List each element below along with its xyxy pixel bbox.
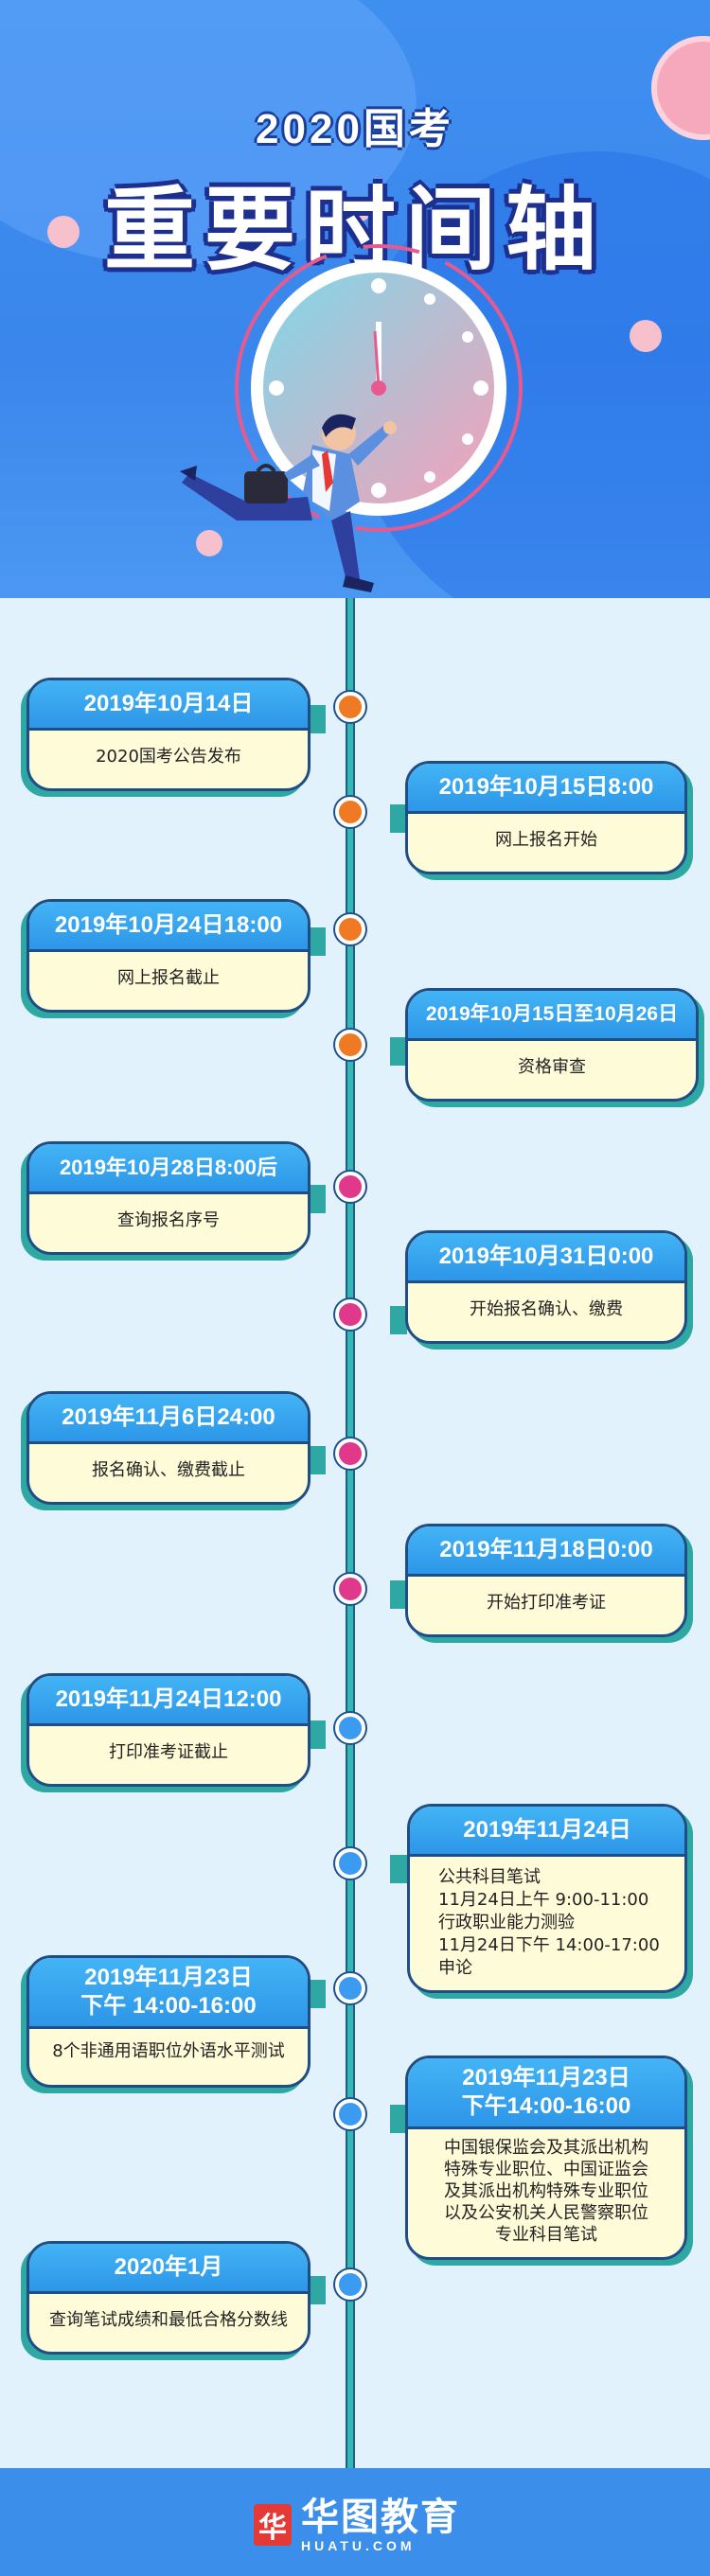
card-date-line: 下午 14:00-16:00 (80, 1993, 257, 2019)
timeline-card-3: 2019年10月24日18:00 网上报名截止 (27, 899, 311, 1013)
card-body: 打印准考证截止 (109, 1742, 228, 1762)
card-body-line: 行政职业能力测验 (438, 1913, 575, 1932)
timeline-card-9: 2019年11月24日12:00 打印准考证截止 (27, 1673, 311, 1787)
card-date: 2019年10月24日18:00 (29, 902, 308, 952)
card-body-line: 中国银保监会及其派出机构 (444, 2138, 648, 2158)
timeline-node-7 (335, 1438, 365, 1469)
timeline-card-10: 2019年11月24日 公共科目笔试 11月24日上午 9:00-11:00 行… (407, 1804, 687, 1993)
card-body-line: 专业科目笔试 (495, 2225, 597, 2245)
timeline-node-6 (335, 1299, 365, 1330)
header-banner: 2020国考 重要时间轴 (0, 0, 710, 598)
timeline-node-9 (335, 1713, 365, 1743)
card-body: 报名确认、缴费截止 (92, 1460, 245, 1480)
card-body: 网上报名开始 (495, 830, 597, 850)
card-tail (309, 927, 326, 956)
card-body: 资格审查 (518, 1057, 586, 1077)
card-body: 开始打印准考证 (487, 1593, 606, 1613)
card-date-line: 下午14:00-16:00 (461, 2093, 631, 2119)
card-date: 2019年10月28日8:00后 (29, 1144, 308, 1194)
timeline-card-5: 2019年10月28日8:00后 查询报名序号 (27, 1141, 311, 1255)
card-body-line: 11月24日下午 14:00-17:00 (438, 1935, 660, 1955)
card-body-line: 申论 (438, 1958, 472, 1978)
card-date-line: 2019年11月23日 (462, 2065, 630, 2091)
card-body-line: 特殊专业职位、中国证监会 (444, 2160, 648, 2179)
card-date: 2019年11月24日12:00 (29, 1676, 308, 1726)
timeline-card-1: 2019年10月14日 2020国考公告发布 (27, 678, 311, 791)
timeline-card-6: 2019年10月31日0:00 开始报名确认、缴费 (405, 1230, 687, 1344)
footer-bar (0, 2468, 710, 2576)
card-date: 2019年10月15日至10月26日 (408, 991, 696, 1041)
card-tail (390, 1855, 407, 1883)
card-date: 2019年11月23日 下午 14:00-16:00 (29, 1958, 308, 2029)
decor-dot (348, 199, 371, 221)
decor-dot (630, 320, 662, 352)
card-date-line: 2019年11月23日 (84, 1965, 253, 1990)
card-date: 2019年11月18日0:00 (408, 1526, 684, 1577)
card-date: 2019年10月14日 (29, 680, 308, 731)
card-body-line: 11月24日上午 9:00-11:00 (438, 1890, 649, 1910)
timeline-node-11 (335, 1973, 365, 2003)
timeline-node-4 (335, 1030, 365, 1060)
timeline-card-11: 2019年11月23日 下午 14:00-16:00 8个非通用语职位外语水平测… (27, 1955, 311, 2088)
card-body: 公共科目笔试 11月24日上午 9:00-11:00 行政职业能力测验 11月2… (410, 1857, 684, 1989)
card-tail (390, 2105, 407, 2133)
card-date: 2019年10月15日8:00 (408, 764, 684, 814)
card-body: 2020国考公告发布 (96, 747, 241, 767)
timeline-line (346, 598, 355, 2468)
card-tail (390, 1580, 407, 1609)
timeline-node-1 (335, 692, 365, 722)
timeline-node-2 (335, 797, 365, 827)
huatu-logo: 华 华图教育 HUATU.COM (254, 2497, 460, 2553)
running-man-illustration (180, 414, 397, 592)
card-body: 中国银保监会及其派出机构 特殊专业职位、中国证监会 及其派出机构特殊专业职位 以… (408, 2129, 684, 2255)
card-date: 2020年1月 (29, 2244, 308, 2294)
timeline-node-5 (335, 1172, 365, 1202)
card-date: 2019年11月23日 下午14:00-16:00 (408, 2058, 684, 2129)
card-body-line: 公共科目笔试 (438, 1867, 541, 1887)
card-tail (390, 1306, 407, 1334)
logo-en: HUATU.COM (301, 2538, 416, 2553)
timeline-card-7: 2019年11月6日24:00 报名确认、缴费截止 (27, 1391, 311, 1505)
timeline-node-12 (335, 2099, 365, 2129)
card-tail (390, 804, 407, 833)
card-body: 网上报名截止 (117, 968, 220, 988)
logo-cn: 华图教育 (301, 2496, 460, 2539)
timeline-card-4: 2019年10月15日至10月26日 资格审查 (405, 988, 699, 1102)
timeline-card-12: 2019年11月23日 下午14:00-16:00 中国银保监会及其派出机构 特… (405, 2056, 687, 2260)
card-body-line: 及其派出机构特殊专业职位 (444, 2181, 648, 2201)
card-body: 8个非通用语职位外语水平测试 (52, 2041, 285, 2061)
card-date: 2019年11月24日 (410, 1807, 684, 1857)
card-body: 开始报名确认、缴费 (470, 1299, 623, 1319)
timeline-card-8: 2019年11月18日0:00 开始打印准考证 (405, 1524, 687, 1637)
timeline-node-8 (335, 1574, 365, 1604)
card-tail (309, 1720, 326, 1749)
card-body: 查询报名序号 (117, 1210, 220, 1230)
card-tail (309, 1980, 326, 2008)
sub-title: 2020国考 (256, 106, 454, 152)
card-tail (309, 1446, 326, 1474)
timeline-card-13: 2020年1月 查询笔试成绩和最低合格分数线 (27, 2241, 311, 2355)
timeline-node-13 (335, 2269, 365, 2300)
logo-mark: 华 (254, 2504, 292, 2546)
timeline-card-2: 2019年10月15日8:00 网上报名开始 (405, 761, 687, 874)
decor-dot (196, 530, 222, 556)
card-body: 查询笔试成绩和最低合格分数线 (49, 2310, 288, 2330)
card-tail (390, 1037, 407, 1066)
decor-dot (47, 216, 80, 248)
card-date: 2019年10月31日0:00 (408, 1233, 684, 1283)
card-tail (309, 1185, 326, 1213)
timeline-node-3 (335, 914, 365, 944)
card-tail (309, 2276, 326, 2304)
timeline-node-10 (335, 1848, 365, 1879)
card-date: 2019年11月6日24:00 (29, 1394, 308, 1444)
logo-text: 华图教育 HUATU.COM (301, 2497, 460, 2553)
card-tail (309, 705, 326, 733)
card-body-line: 以及公安机关人民警察职位 (444, 2203, 648, 2223)
